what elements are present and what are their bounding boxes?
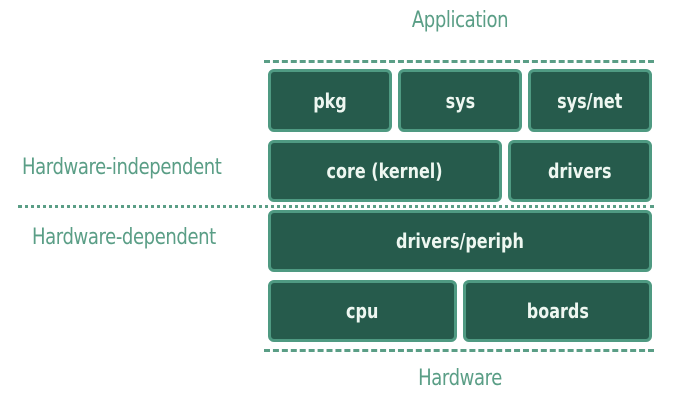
hardware-label: Hardware	[418, 366, 502, 391]
box-pkg-label: pkg	[313, 88, 347, 113]
hardware-bottom-boundary-line	[264, 349, 654, 352]
box-core-kernel-label: core (kernel)	[326, 159, 444, 183]
box-drivers-label: drivers	[548, 159, 612, 183]
box-sys: sys	[398, 69, 522, 132]
box-cpu-label: cpu	[346, 299, 379, 323]
box-sys-net-label: sys/net	[557, 88, 623, 113]
box-drivers-periph-label: drivers/periph	[396, 229, 524, 253]
hardware-boundary-line	[18, 205, 654, 208]
hardware-dependent-label: Hardware-dependent	[32, 225, 216, 250]
application-label: Application	[411, 8, 509, 33]
box-pkg: pkg	[268, 69, 392, 132]
box-core-kernel: core (kernel)	[268, 140, 502, 202]
box-boards-label: boards	[526, 299, 589, 323]
application-boundary-line	[264, 60, 654, 63]
box-drivers-periph: drivers/periph	[268, 210, 652, 272]
box-drivers: drivers	[508, 140, 652, 202]
box-sys-label: sys	[445, 88, 475, 113]
hardware-independent-label: Hardware-independent	[22, 155, 222, 180]
box-sys-net: sys/net	[528, 69, 652, 132]
box-cpu: cpu	[268, 280, 457, 342]
box-boards: boards	[463, 280, 652, 342]
